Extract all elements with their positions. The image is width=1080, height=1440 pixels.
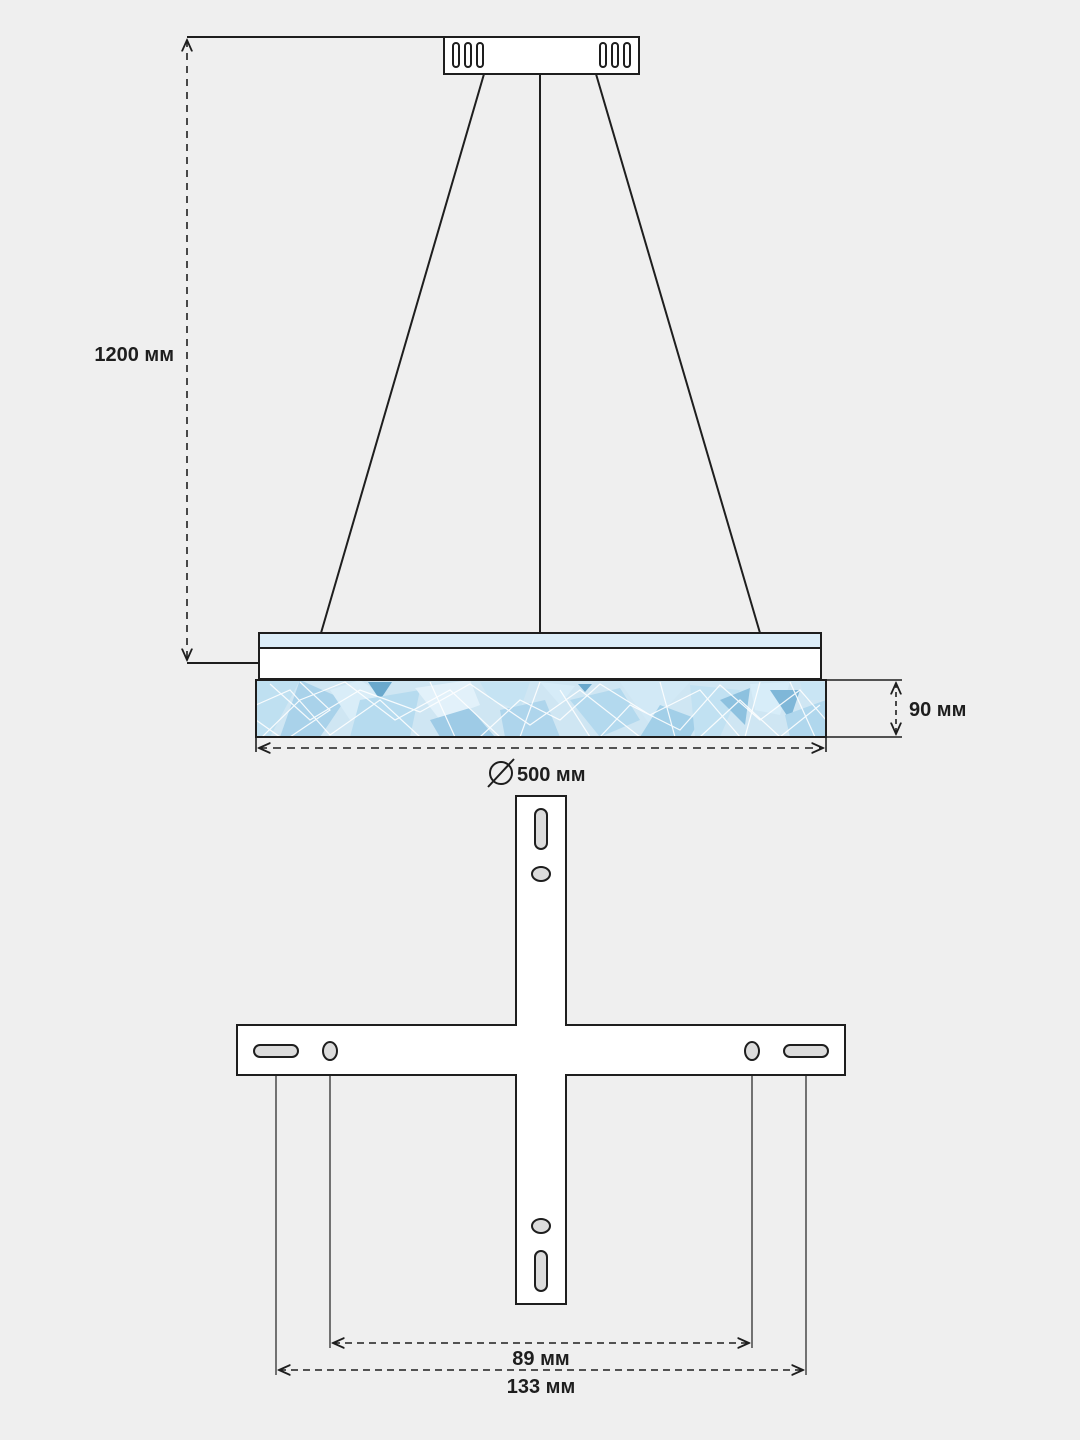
- mounting-outer-label: 133 мм: [507, 1376, 576, 1398]
- crackle-glass-lines: [256, 681, 826, 737]
- height-dimension: 1200 мм: [94, 36, 444, 664]
- lamp-glass-shade: [255, 679, 827, 738]
- suspension-cables: [320, 73, 761, 634]
- bracket-slots: [253, 808, 829, 1292]
- mounting-inner-label: 89 мм: [512, 1348, 569, 1370]
- lamp-white-band: [258, 647, 822, 680]
- canopy-vents-right: [599, 42, 631, 68]
- diameter-dimension: 500 мм: [255, 737, 827, 788]
- lamp-top-diffuser: [258, 632, 822, 649]
- mounting-bracket: [236, 795, 846, 1305]
- ceiling-canopy: [443, 36, 640, 75]
- diameter-label: 500 мм: [517, 764, 586, 786]
- shade-height-label: 90 мм: [909, 699, 966, 721]
- shade-height-dimension: 90 мм: [826, 679, 966, 738]
- mounting-dimensions: 89 мм 133 мм: [275, 1075, 807, 1398]
- suspension-height-label: 1200 мм: [94, 344, 174, 366]
- lamp-body: [255, 632, 827, 738]
- canopy-vents-left: [452, 42, 484, 68]
- diameter-icon: [487, 758, 515, 788]
